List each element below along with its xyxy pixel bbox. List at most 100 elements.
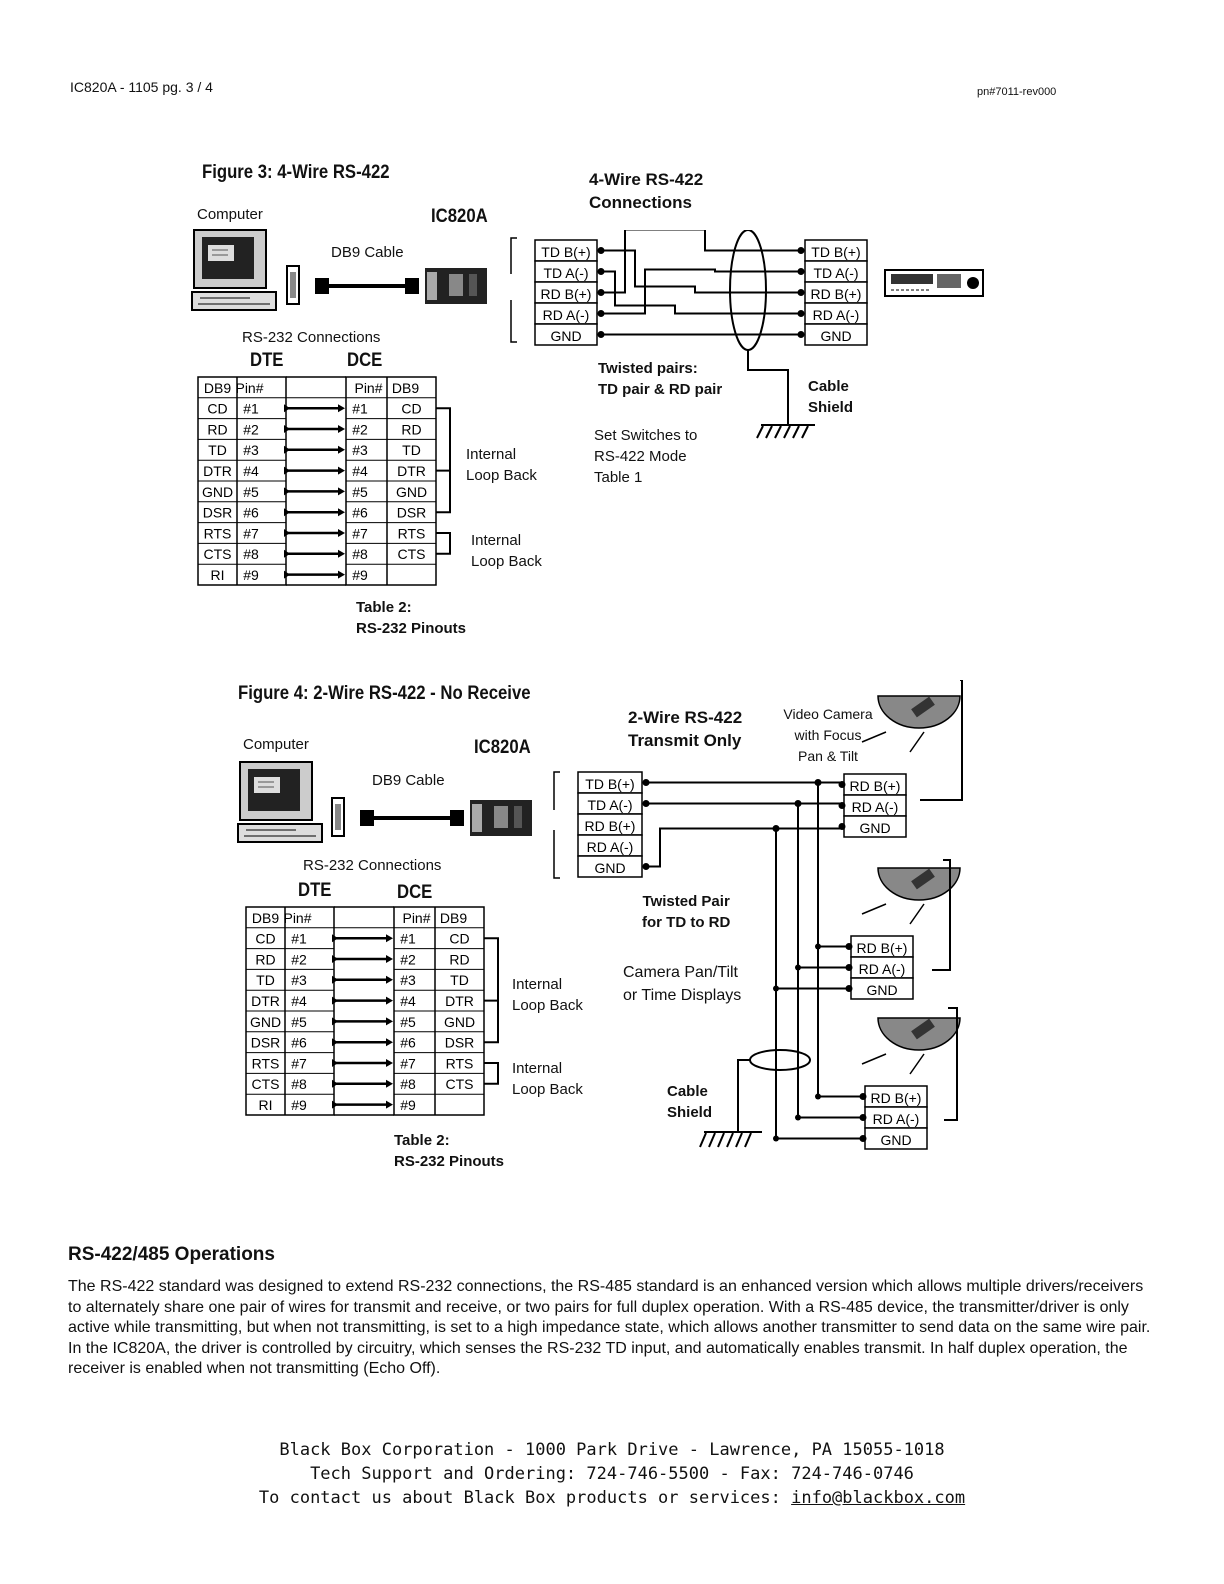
figure-3-right-terminal: TD A(-) [813,265,858,281]
footer-email-link[interactable]: info@blackbox.com [791,1488,966,1508]
pinout-cell: #7 [352,525,368,541]
pinout-cell: DSR [251,1035,281,1051]
pinout-header: DB9 [440,910,467,926]
cable-shield-loop [729,230,767,351]
figure-4-camera-terminal: RD A(-) [852,799,899,815]
pinout-cell: CD [207,401,227,417]
pinout-cell: GND [444,1014,475,1030]
pinout-cell: #2 [291,951,307,967]
figure-4-wiring-diagram: TD B(+) TD A(-) RD B(+) RD A(-) GND RD B(+) RD… [553,680,963,1150]
figure-3-left-terminal: RD B(+) [541,286,592,302]
pinout-cell: #8 [291,1076,307,1092]
pinout-cell: #2 [243,421,259,437]
figure-3-right-terminal: RD A(-) [813,307,860,323]
pinout-cell: DTR [445,993,474,1009]
figure-3-device-label: IC820A [431,206,488,227]
computer-icon [191,229,277,311]
pinout-cell: CD [255,931,275,947]
pinout-cell: RTS [204,525,232,541]
figure-3-title: Figure 3: 4-Wire RS-422 [202,162,390,183]
figure-3-rs232-label: RS-232 Connections [242,329,381,346]
figure-3-dce-label: DCE [347,350,383,371]
pinout-cell: TD [450,972,469,988]
pinout-header: Pin# [354,380,382,396]
pinout-cell: #1 [400,931,416,947]
pinout-cell: #1 [291,931,307,947]
pinout-cell: TD [402,442,421,458]
figure-3-left-terminal: RD A(-) [543,307,590,323]
pinout-cell: RD [207,421,227,437]
figure-4-camera-terminal: GND [859,820,890,836]
video-camera-icon [861,695,961,753]
pinout-cell: #3 [291,972,307,988]
pinout-cell: DTR [203,463,232,479]
pinout-header: DB9 [204,380,231,396]
pinout-cell: RI [211,567,225,583]
pinout-cell: #6 [400,1035,416,1051]
pinout-cell: CD [449,931,469,947]
pinout-cell: TD [208,442,227,458]
pinout-header: DB9 [252,910,279,926]
pinout-cell: RD [255,951,275,967]
figure-3-computer-label: Computer [197,206,263,223]
figure-4-camera-terminal: RD B(+) [871,1090,922,1106]
pinout-header: Pin# [283,910,311,926]
pinout-cell: #5 [352,484,368,500]
pinout-cell: DSR [445,1035,475,1051]
figure-3-table-caption: Table 2:RS-232 Pinouts [356,599,467,637]
pinout-cell: CTS [252,1076,280,1092]
video-camera-icon [861,1017,961,1075]
loopback-bracket [484,1062,499,1085]
figure-4-camera-terminal: RD A(-) [873,1111,920,1127]
figure-4-camera-terminal: RD B(+) [850,778,901,794]
wire [601,268,801,315]
wire [601,230,801,294]
pinout-cell: TD [256,972,275,988]
pinout-cell: RTS [252,1055,280,1071]
pinout-cell: DSR [397,505,427,521]
rs422-device-icon [884,269,984,297]
figure-3-left-terminal: TD A(-) [543,265,588,281]
loopback-bracket [484,937,499,1044]
pinout-cell: DSR [203,505,233,521]
pinout-cell: CD [401,401,421,417]
pinout-cell: CTS [398,546,426,562]
pinout-header: Pin# [235,380,263,396]
figure-4-left-terminal: TD B(+) [585,776,634,792]
pinout-cell: #9 [291,1097,307,1113]
db9-cable-icon [286,265,487,305]
pinout-cell: #7 [400,1055,416,1071]
pinout-cell: #8 [243,546,259,562]
figure-4-camera-terminal: RD B(+) [857,940,908,956]
pinout-cell: RD [401,421,421,437]
figure-4-rs232-label: RS-232 Connections [303,857,442,874]
pinout-cell: #2 [400,951,416,967]
pinout-cell: #9 [400,1097,416,1113]
pinout-cell: GND [396,484,427,500]
figure-4-title: Figure 4: 2-Wire RS-422 - No Receive [238,683,531,704]
pinout-cell: #6 [291,1035,307,1051]
pinout-cell: GND [202,484,233,500]
video-camera-icon [861,867,961,925]
pinout-cell: #7 [291,1055,307,1071]
pinout-cell: #6 [243,505,259,521]
figure-4-left-terminal: GND [594,860,625,876]
figure-4-camera-terminal: RD A(-) [859,961,906,977]
pinout-header: DB9 [392,380,419,396]
pinout-cell: #7 [243,525,259,541]
page-header-right: pn#7011-rev000 [977,86,1057,98]
figure-4-dce-label: DCE [397,882,433,903]
figure-4-left-terminal: TD A(-) [587,797,632,813]
section-heading: RS-422/485 Operations [68,1244,275,1265]
pinout-cell: DTR [251,993,280,1009]
footer: Black Box Corporation - 1000 Park Drive … [0,1438,1224,1510]
